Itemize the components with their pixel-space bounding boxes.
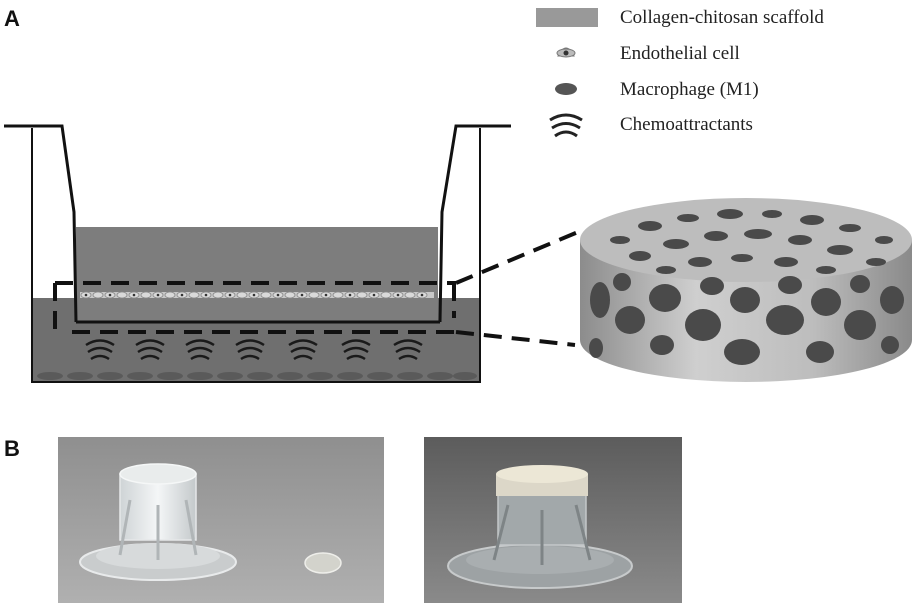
coin bbox=[304, 552, 342, 574]
scaffold-3d-render bbox=[580, 198, 912, 382]
insert-wall-right bbox=[438, 124, 511, 323]
insert-wall-left bbox=[4, 124, 78, 323]
legend-label-scaffold: Collagen-chitosan scaffold bbox=[620, 7, 824, 28]
chemoattractant-icon bbox=[549, 113, 583, 138]
endothelial-cell-icon bbox=[556, 47, 576, 58]
legend-icons bbox=[536, 8, 598, 138]
scaffold-pores bbox=[589, 209, 904, 365]
panel-label-a: A bbox=[4, 6, 20, 31]
macrophage-layer bbox=[37, 372, 477, 380]
legend-label-macrophage: Macrophage (M1) bbox=[620, 79, 759, 100]
outer-well bbox=[31, 128, 481, 383]
photo-scaffold-in-insert bbox=[424, 437, 682, 603]
endothelial-layer bbox=[80, 291, 434, 299]
chemoattractant-waves bbox=[85, 339, 423, 361]
photo-transwell-insert bbox=[58, 437, 384, 603]
transwell-diagram bbox=[4, 124, 579, 383]
legend-label-endothelial: Endothelial cell bbox=[620, 43, 740, 64]
legend-label-chemoattractants: Chemoattractants bbox=[620, 114, 753, 135]
panel-label-b: B bbox=[4, 436, 20, 461]
macrophage-icon bbox=[555, 83, 577, 95]
zoom-connector-lines bbox=[455, 230, 579, 347]
insert-scaffold bbox=[76, 227, 438, 322]
scaffold-swatch-icon bbox=[536, 8, 598, 27]
zoom-selection bbox=[53, 281, 460, 334]
